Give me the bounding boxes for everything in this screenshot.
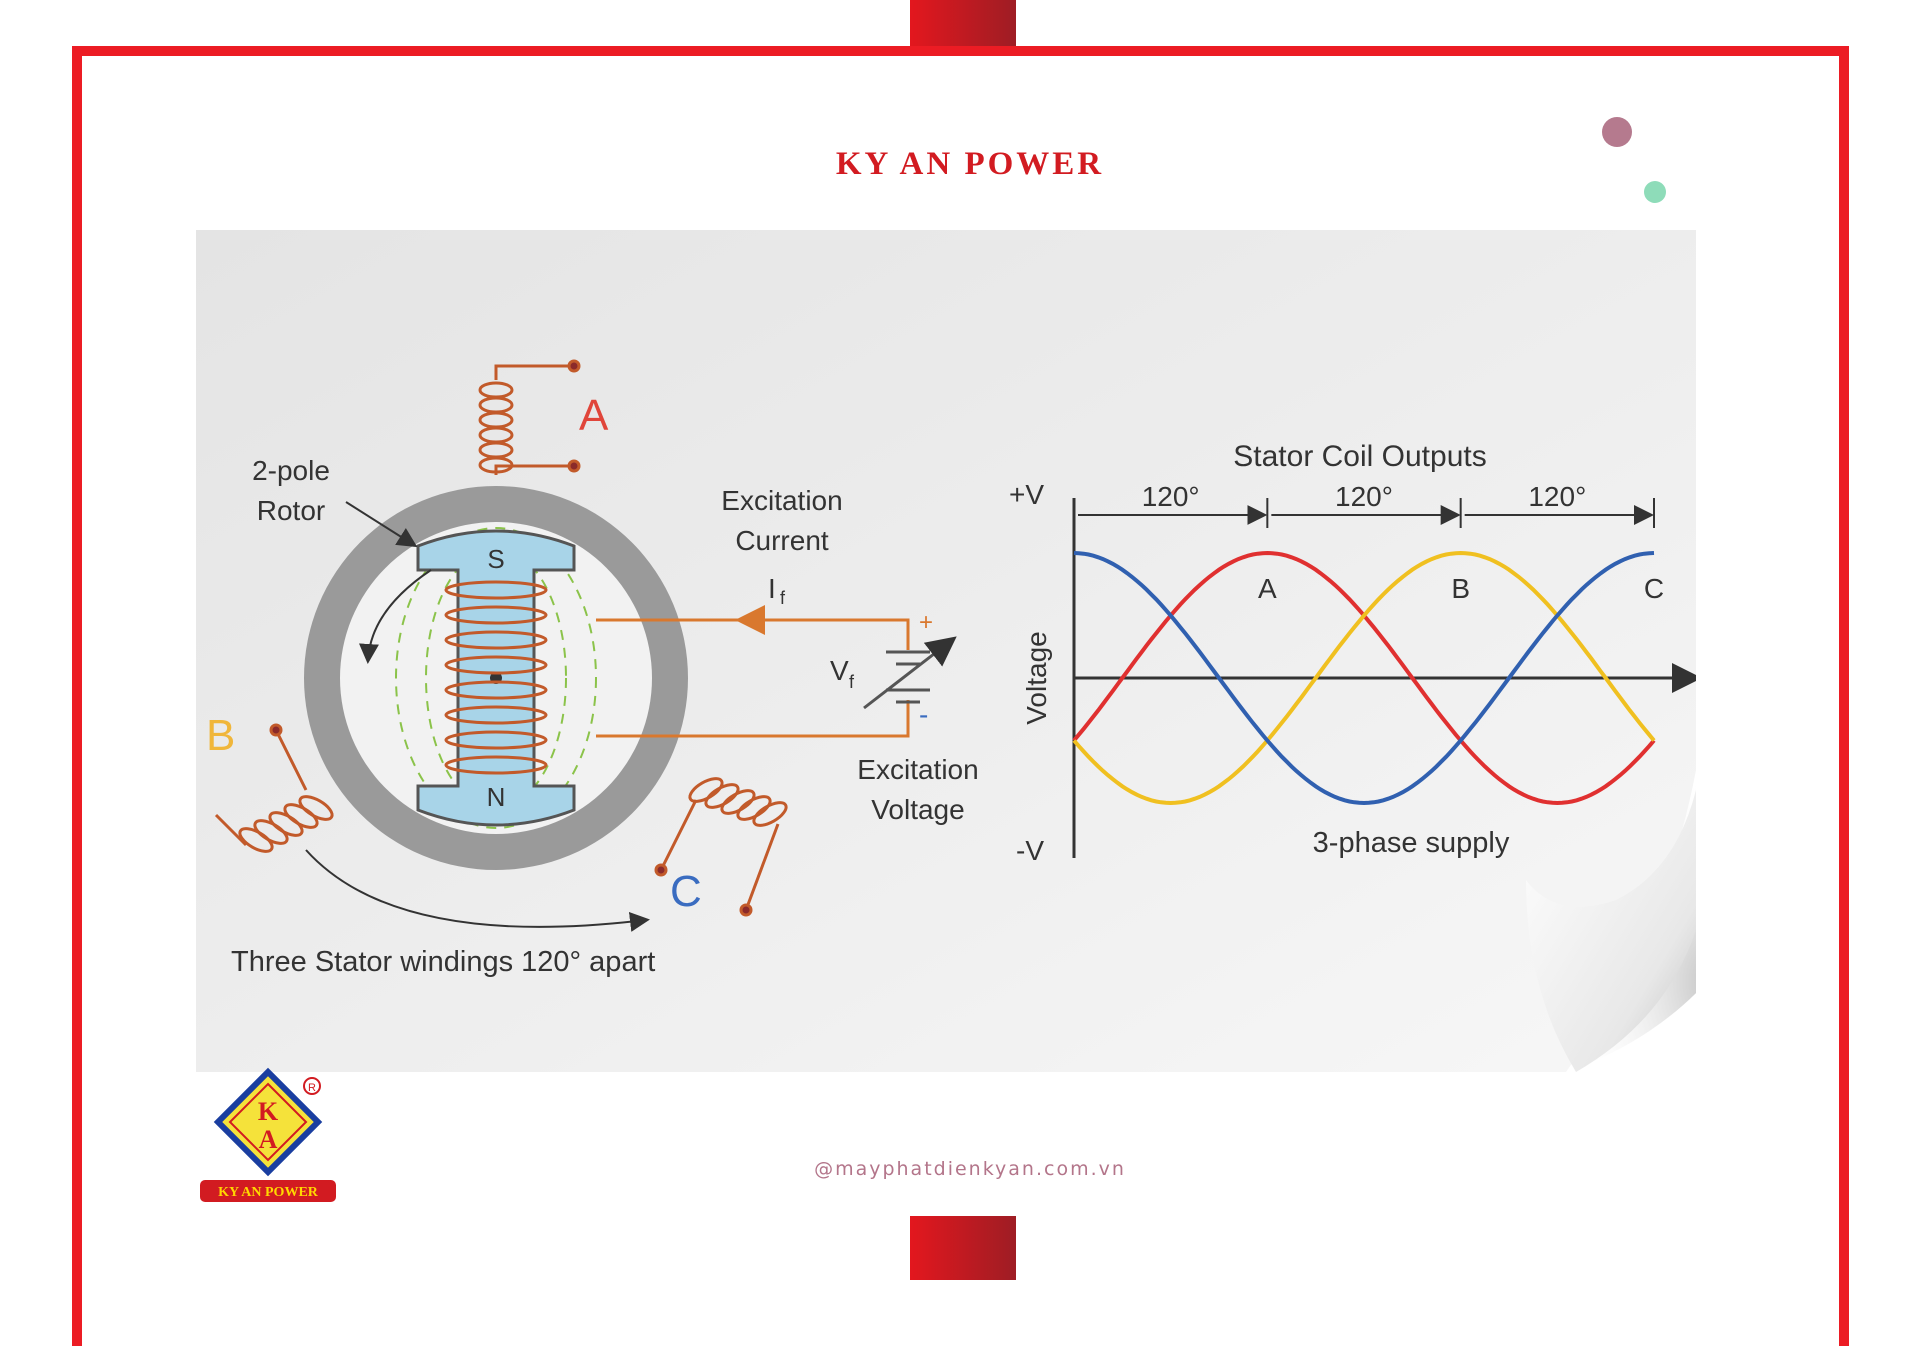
rotor-label-line2: Rotor: [257, 495, 325, 526]
chart-title: Stator Coil Outputs: [1233, 440, 1486, 473]
coil-c: [654, 777, 788, 917]
paper-curl: [1526, 790, 1696, 1072]
coil-a: [478, 359, 581, 475]
logo-letter-k: K: [258, 1097, 279, 1126]
y-top-label: +V: [1009, 479, 1044, 510]
rotor: [358, 529, 576, 827]
excitation-voltage-line2: Voltage: [871, 794, 964, 825]
page-title: KY AN POWER: [835, 146, 1105, 182]
current-symbol: I: [768, 573, 776, 604]
rotor-label-line1: 2-pole: [252, 455, 330, 486]
voltage-symbol: V: [830, 655, 849, 686]
pole-south-label: S: [487, 544, 504, 574]
bottom-tab-decoration: [910, 1216, 1016, 1280]
top-tab-decoration: [910, 0, 1016, 46]
phase-spacing-label: 120°: [1142, 481, 1200, 512]
excitation-current-line2: Current: [735, 525, 829, 556]
ky-an-power-logo: K A R KY AN POWER: [196, 1064, 346, 1214]
series-c-line: [1073, 551, 1655, 806]
paper-curl-shadow: [1566, 770, 1696, 1072]
decorative-dot-mauve: [1602, 117, 1632, 147]
pole-north-label: N: [487, 782, 506, 812]
phase-b-label: B: [206, 711, 235, 760]
three-phase-chart: Stator Coil Outputs +V -V Voltage 3-phas…: [1009, 440, 1696, 866]
phase-a-label: A: [579, 391, 609, 440]
peak-label-a: A: [1258, 573, 1277, 604]
logo-letter-a: A: [259, 1125, 278, 1154]
excitation-circuit: [596, 605, 910, 738]
excitation-voltage-line1: Excitation: [857, 754, 978, 785]
footer-website[interactable]: @mayphatdienkyan.com.vn: [814, 1158, 1126, 1180]
logo-banner-text: KY AN POWER: [218, 1185, 319, 1200]
stator-caption: Three Stator windings 120° apart: [231, 946, 655, 978]
battery-symbol: [863, 636, 957, 710]
stator-rotation-arrow: [305, 849, 650, 932]
voltage-subscript: f: [849, 672, 855, 692]
page-border-frame: [72, 46, 1849, 1346]
peak-label-b: B: [1451, 573, 1470, 604]
logo-registered-mark: R: [308, 1082, 316, 1094]
current-subscript: f: [780, 588, 786, 608]
chart-caption: 3-phase supply: [1313, 827, 1510, 859]
phase-c-label: C: [670, 867, 702, 916]
y-axis-label: Voltage: [1021, 631, 1052, 724]
coil-b: [214, 723, 334, 853]
peak-label-c: C: [1644, 573, 1664, 604]
excitation-current-line1: Excitation: [721, 485, 842, 516]
diagram-paper: S N 2-pole Rotor A B C Three Sta: [196, 230, 1696, 1072]
minus-sign: -: [919, 699, 928, 730]
plus-sign: +: [919, 609, 933, 636]
decorative-dot-mint: [1644, 181, 1666, 203]
phase-spacing-label: 120°: [1335, 481, 1393, 512]
generator-diagram: S N 2-pole Rotor A B C Three Sta: [196, 230, 1696, 1072]
rotor-pointer-arrow: [345, 501, 418, 548]
phase-spacing-label: 120°: [1528, 481, 1586, 512]
y-bottom-label: -V: [1016, 835, 1044, 866]
